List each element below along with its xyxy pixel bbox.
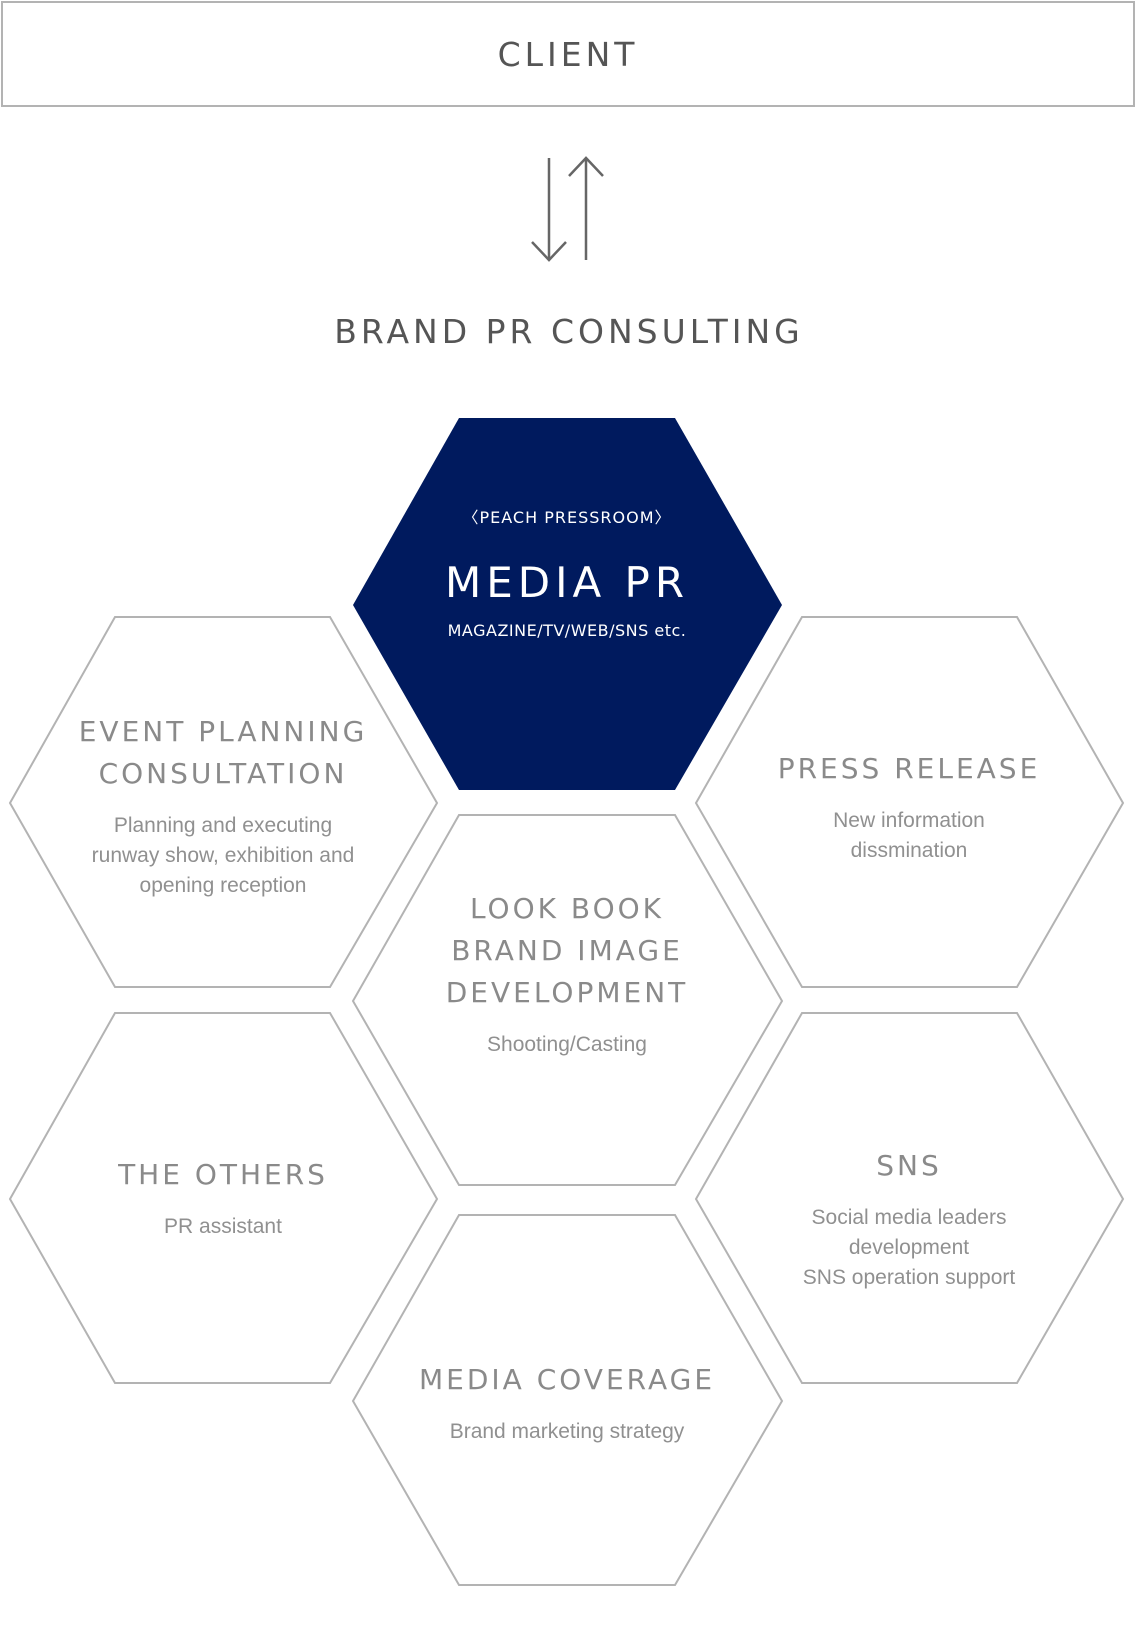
- event-planning-desc: Planning and executing runway show, exhi…: [91, 814, 355, 897]
- hexagon-sns: [694, 1012, 1125, 1384]
- client-label: CLIENT: [497, 34, 639, 74]
- sns-title: SNS: [876, 1149, 942, 1182]
- hexagon-media-pr: [353, 418, 782, 790]
- look-book-title: LOOK BOOK BRAND IMAGE DEVELOPMENT: [445, 892, 689, 1009]
- event-planning-text: EVENT PLANNING CONSULTATION Planning and…: [53, 711, 393, 901]
- press-release-title: PRESS RELEASE: [777, 752, 1041, 785]
- look-book-desc: Shooting/Casting: [487, 1033, 647, 1056]
- the-others-text: THE OTHERS PR assistant: [53, 1154, 393, 1242]
- media-coverage-text: MEDIA COVERAGE Brand marketing strategy: [397, 1359, 737, 1447]
- the-others-desc: PR assistant: [164, 1215, 282, 1238]
- media-coverage-title: MEDIA COVERAGE: [418, 1363, 716, 1396]
- media-pr-subtitle: 〈PEACH PRESSROOM〉: [462, 508, 672, 527]
- sns-text: SNS Social media leaders development SNS…: [739, 1145, 1079, 1293]
- client-box: CLIENT: [1, 1, 1135, 107]
- hexagon-event-planning: [8, 616, 439, 988]
- the-others-title: THE OTHERS: [118, 1158, 328, 1191]
- hexagon-media-coverage: [351, 1214, 784, 1586]
- event-planning-title: EVENT PLANNING CONSULTATION: [78, 715, 368, 790]
- media-pr-note: MAGAZINE/TV/WEB/SNS etc.: [447, 621, 687, 640]
- up-down-arrows-icon: [531, 156, 604, 262]
- hexagon-press-release: [694, 616, 1125, 988]
- media-pr-title: MEDIA PR: [444, 558, 690, 607]
- hexagon-look-book: [351, 814, 784, 1186]
- brand-pr-consulting-title: BRAND PR CONSULTING: [334, 312, 804, 351]
- sns-desc: Social media leaders development SNS ope…: [802, 1206, 1016, 1289]
- hexagon-the-others: [8, 1012, 439, 1384]
- press-release-desc: New information dissmination: [833, 809, 985, 862]
- look-book-text: LOOK BOOK BRAND IMAGE DEVELOPMENT Shooti…: [397, 888, 737, 1060]
- media-pr-text: 〈PEACH PRESSROOM〉 MEDIA PR MAGAZINE/TV/W…: [397, 504, 737, 640]
- media-coverage-desc: Brand marketing strategy: [449, 1420, 685, 1443]
- press-release-text: PRESS RELEASE New information dissminati…: [739, 748, 1079, 866]
